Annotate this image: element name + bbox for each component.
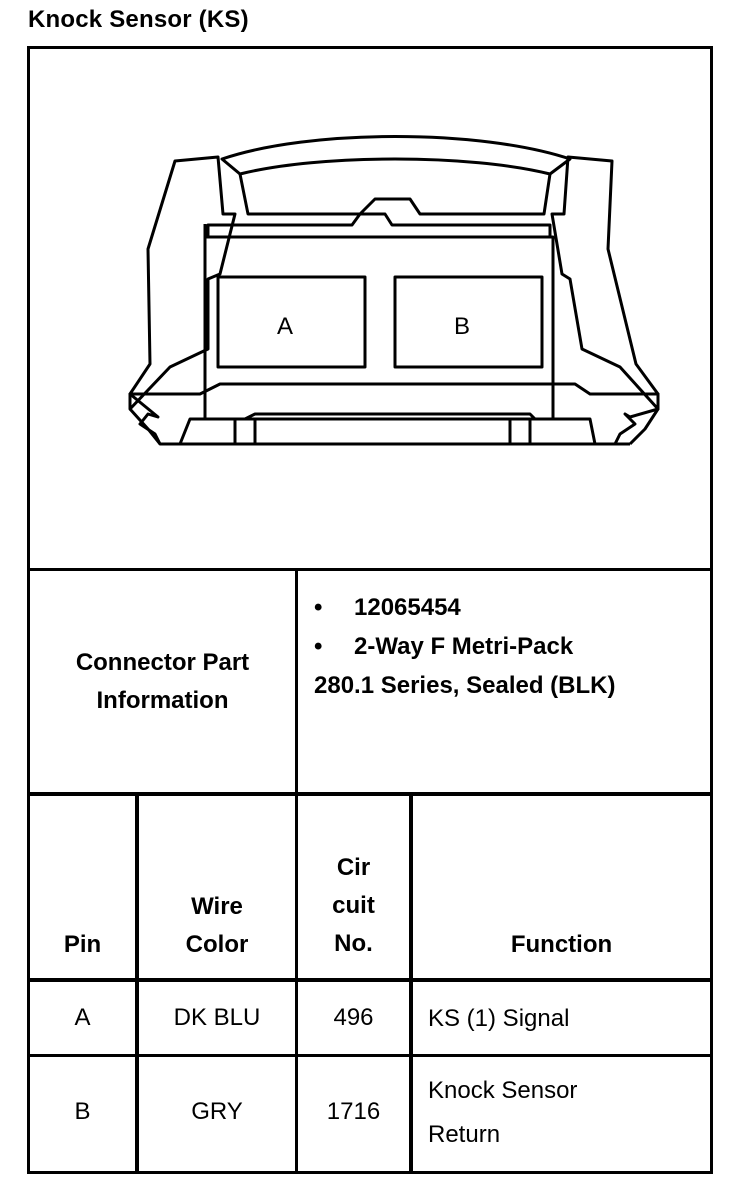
connector-type: 2-Way F Metri-Pack [354, 633, 574, 660]
header-circuit-line3: No. [334, 930, 373, 957]
part-info-label: Connector Part Information [30, 571, 295, 792]
table-row-b-function: Knock Sensor Return [428, 1069, 708, 1157]
part-number: 12065454 [354, 594, 461, 621]
connector-frame [27, 46, 713, 1174]
table-row-b-function-line1: Knock Sensor [428, 1077, 578, 1104]
header-pin: Pin [63, 931, 102, 958]
divider-col-circuit [409, 794, 413, 1174]
page-title: Knock Sensor (KS) [28, 6, 249, 33]
header-circuit-line1: Cir [336, 854, 371, 881]
table-row-a-function: KS (1) Signal [428, 1005, 570, 1032]
header-circuit-line2: cuit [332, 892, 375, 919]
divider-col-wire [295, 794, 298, 1174]
list-item: • 12065454 [314, 588, 704, 627]
latch-arch [220, 135, 572, 176]
pin-label-b: B [454, 313, 470, 340]
header-function: Function [510, 931, 613, 958]
cavity-frame [203, 235, 555, 421]
divider-partinfo [27, 792, 713, 796]
connector-housing-outline-right [550, 155, 660, 411]
table-row-b-pin: B [74, 1098, 91, 1125]
cavity-b [393, 275, 544, 369]
divider-header [27, 978, 713, 982]
connector-housing-outline [128, 155, 237, 411]
list-item: • 2-Way F Metri-Pack [314, 627, 704, 666]
connector-series: 280.1 Series, Sealed (BLK) [314, 672, 616, 699]
part-info-label-line1: Connector Part [75, 648, 250, 676]
divider-row-a [27, 1054, 713, 1057]
divider-diagram [27, 568, 713, 571]
header-wire-color-line2: Color [185, 931, 249, 958]
part-info-list: • 12065454 • 2-Way F Metri-Pack 280.1 Se… [314, 588, 704, 705]
divider-col-pin [135, 794, 139, 1174]
pin-label-a: A [277, 313, 293, 340]
table-row-a-pin: A [74, 1004, 91, 1031]
bullet-icon: • [314, 594, 323, 621]
table-row-a-wire: DK BLU [173, 1004, 261, 1031]
latch-inner [238, 173, 552, 216]
header-circuit: Cir cuit No. [298, 849, 409, 963]
part-info-label-line2: Information [96, 686, 229, 714]
table-row-b-function-line2: Return [428, 1121, 501, 1148]
connector-diagram: A B [128, 135, 660, 446]
divider-partinfo-vertical [295, 568, 298, 794]
table-row-b-wire: GRY [191, 1098, 243, 1125]
table-row-b-circuit: 1716 [326, 1098, 381, 1125]
header-wire-color-line1: Wire [191, 893, 243, 920]
table-row-a-circuit: 496 [333, 1004, 374, 1031]
bullet-icon: • [314, 633, 323, 660]
list-item: 280.1 Series, Sealed (BLK) [314, 666, 704, 705]
cavity-a [216, 275, 367, 369]
header-wire-color: Wire Color [139, 888, 295, 964]
connector-base [128, 382, 660, 446]
